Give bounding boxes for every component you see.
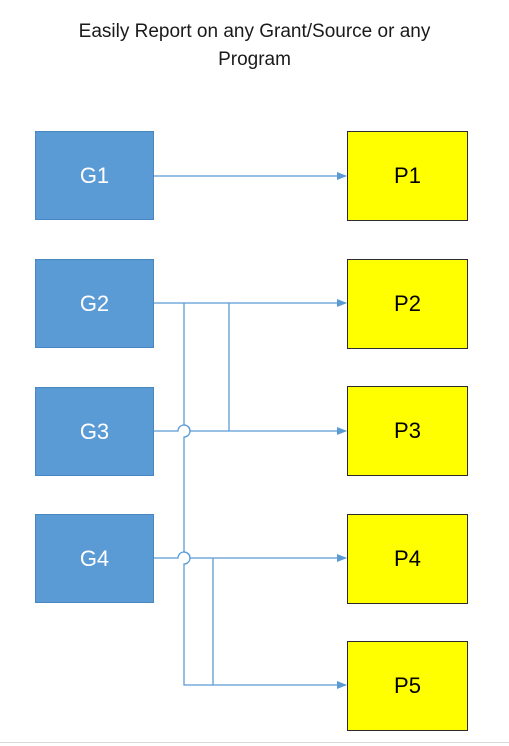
connector-g3-p3 (154, 424, 347, 435)
program-box-p1: P1 (347, 131, 468, 221)
grant-label: G3 (79, 418, 110, 444)
grant-label: G4 (79, 545, 110, 571)
grant-label: G1 (79, 162, 110, 188)
program-box-p4: P4 (347, 514, 468, 604)
grant-label: G2 (79, 290, 110, 316)
grant-box-g2: G2 (35, 259, 154, 348)
page-divider (0, 742, 509, 743)
grant-box-g4: G4 (35, 514, 154, 603)
program-label: P5 (394, 673, 421, 698)
program-label: P2 (394, 291, 421, 316)
grant-box-g1: G1 (35, 131, 154, 220)
program-label: P4 (394, 546, 421, 571)
connector-g2-p5 (183, 303, 347, 689)
grant-box-g3: G3 (35, 387, 154, 476)
connector-g4-p4 (154, 551, 347, 562)
program-label: P3 (394, 418, 421, 443)
program-label: P1 (394, 163, 421, 188)
program-box-p5: P5 (347, 641, 468, 731)
program-box-p3: P3 (347, 386, 468, 476)
diagram-title: Easily Report on any Grant/Source or any… (78, 21, 431, 70)
program-box-p2: P2 (347, 259, 468, 349)
